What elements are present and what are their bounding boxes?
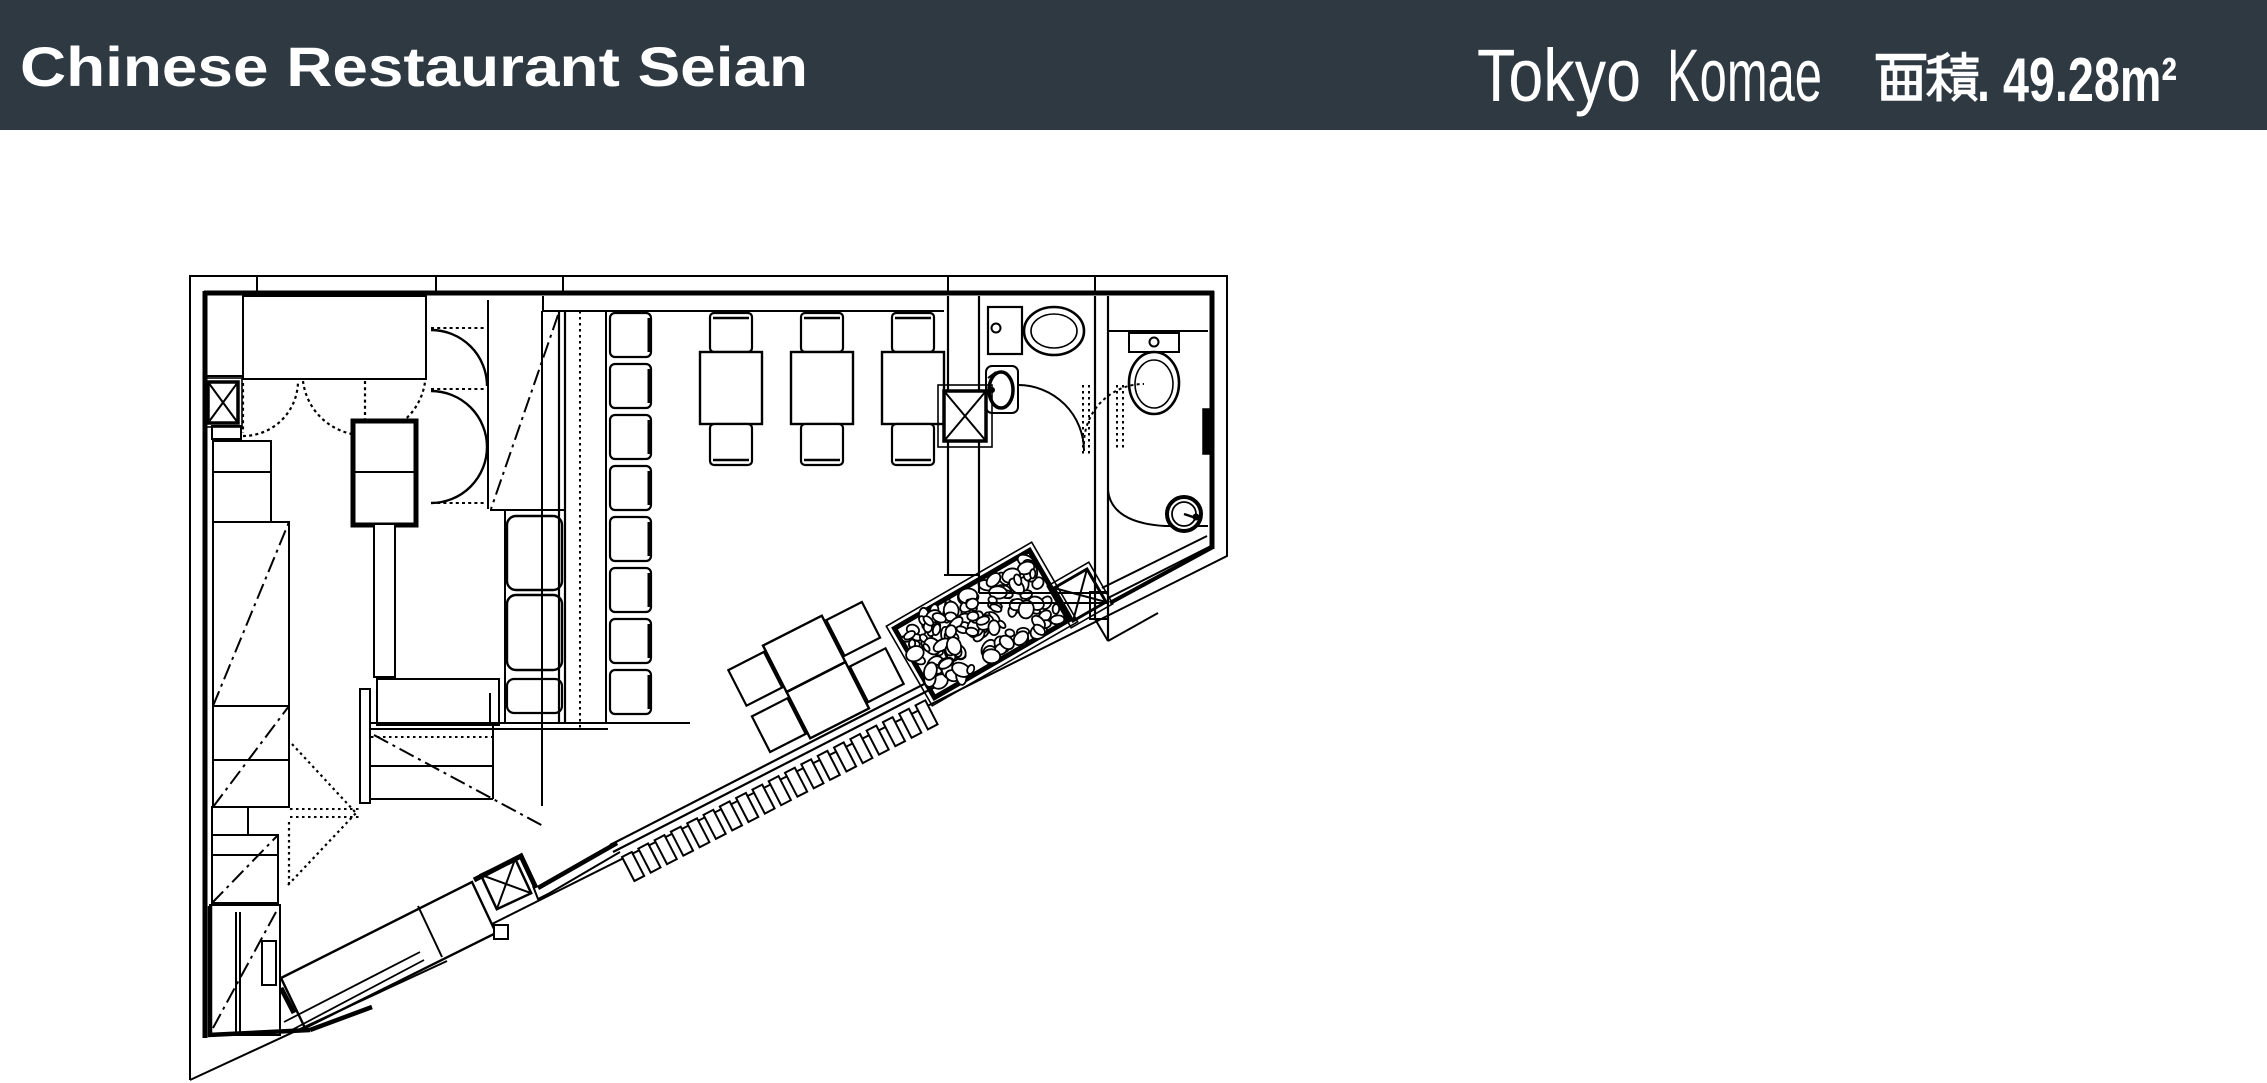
svg-text:Komae: Komae xyxy=(1667,34,1822,117)
svg-text:Tokyo: Tokyo xyxy=(1477,34,1641,117)
svg-text:. 49.28m²: . 49.28m² xyxy=(1977,46,2177,115)
svg-text:Chinese Restaurant Seian: Chinese Restaurant Seian xyxy=(20,35,808,98)
